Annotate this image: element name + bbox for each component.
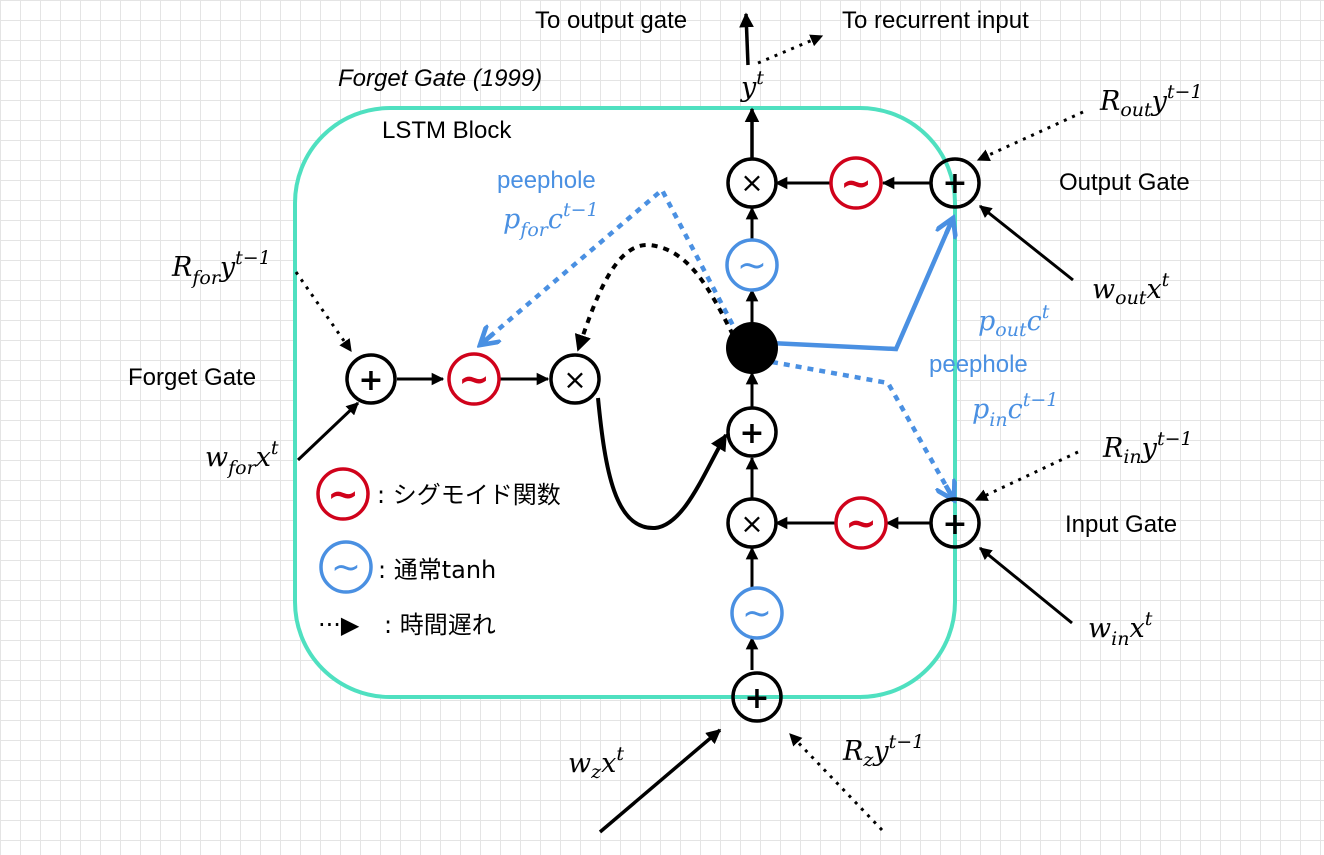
legend-tanh-icon: ~ xyxy=(319,540,373,594)
svg-text:×: × xyxy=(740,166,763,199)
arrow-R-out xyxy=(976,110,1084,162)
w-in-label: winxt xyxy=(1088,608,1153,650)
cell-state-node xyxy=(726,322,778,374)
to-recurrent-input-label: To recurrent input xyxy=(842,7,1029,34)
svg-text:~: ~ xyxy=(742,593,772,634)
arrow-w-in xyxy=(979,546,1073,625)
svg-text:~: ~ xyxy=(840,161,872,205)
z-plus-node: + xyxy=(731,671,783,723)
svg-text:~: ~ xyxy=(331,547,361,588)
cell-plus-node: + xyxy=(726,406,778,458)
svg-text:+: + xyxy=(942,507,967,542)
input-gate-label: Input Gate xyxy=(1065,511,1177,538)
w-for-label: wforxt xyxy=(205,437,279,479)
to-output-gate-label: To output gate xyxy=(535,7,687,34)
diagram-title: Forget Gate (1999) xyxy=(338,65,542,92)
input-plus-node: + xyxy=(929,497,981,549)
w-z-label: wzxt xyxy=(568,743,624,783)
R-for-label: Rforyt−1 xyxy=(171,247,271,289)
output-plus-node: + xyxy=(929,157,981,209)
arrow-R-in xyxy=(974,450,1079,502)
svg-text:~: ~ xyxy=(737,245,767,286)
svg-text:+: + xyxy=(942,166,967,201)
output-times-node: × xyxy=(726,157,778,209)
output-y-label: yt xyxy=(740,67,764,103)
peephole-middle-label: peephole xyxy=(929,351,1028,378)
arrow-w-for xyxy=(296,401,360,462)
arrow-w-out xyxy=(979,204,1074,282)
block-label: LSTM Block xyxy=(382,117,512,144)
R-out-label: Routyt−1 xyxy=(1099,81,1203,121)
legend-delay-arrow-icon: ···▶ xyxy=(318,611,360,639)
peephole-output-formula: poutct xyxy=(978,301,1050,341)
peephole-input-arrow xyxy=(771,359,954,500)
arrow-R-z xyxy=(788,732,884,832)
arrow-to-recurrent-input xyxy=(757,34,824,65)
input-times-node: × xyxy=(726,497,778,549)
peephole-output-arrow xyxy=(769,218,953,352)
svg-text:~: ~ xyxy=(458,357,490,401)
lstm-block-border xyxy=(293,106,957,699)
w-out-label: woutxt xyxy=(1092,269,1170,309)
peephole-input-formula: pinct−1 xyxy=(972,389,1058,431)
legend-tanh-text: : 通常tanh xyxy=(378,556,496,584)
R-z-label: Rzyt−1 xyxy=(842,731,924,771)
peephole-forget-label: peephole xyxy=(497,167,596,194)
peephole-forget-formula: pforct−1 xyxy=(503,199,599,241)
arrow-w-z xyxy=(598,728,722,834)
output-gate-label: Output Gate xyxy=(1059,169,1190,196)
svg-text:×: × xyxy=(740,507,763,540)
arrow-to-output-gate xyxy=(739,12,754,66)
arrow-forget-times-to-cell-plus xyxy=(596,397,728,531)
cell-tanh-node: ~ xyxy=(725,238,779,292)
legend: ~ : シグモイド関数 ~ : 通常tanh ···▶ : 時間遅れ xyxy=(316,467,561,639)
output-sigmoid-node: ~ xyxy=(829,156,883,210)
svg-text:+: + xyxy=(744,681,769,716)
R-in-label: Rinyt−1 xyxy=(1102,428,1193,468)
input-sigmoid-node: ~ xyxy=(834,496,888,550)
svg-text:+: + xyxy=(358,363,383,398)
input-tanh-node: ~ xyxy=(730,586,784,640)
svg-text:~: ~ xyxy=(845,501,877,545)
legend-sigmoid-icon: ~ xyxy=(316,467,370,521)
svg-text:~: ~ xyxy=(327,472,359,516)
forget-plus-node: + xyxy=(345,353,397,405)
forget-sigmoid-node: ~ xyxy=(447,352,501,406)
forget-times-node: × xyxy=(549,353,601,405)
legend-delay-text: : 時間遅れ xyxy=(384,611,496,639)
svg-text:×: × xyxy=(563,363,586,396)
svg-text:+: + xyxy=(739,416,764,451)
legend-sigmoid-text: : シグモイド関数 xyxy=(377,481,561,509)
forget-gate-label: Forget Gate xyxy=(128,364,256,391)
